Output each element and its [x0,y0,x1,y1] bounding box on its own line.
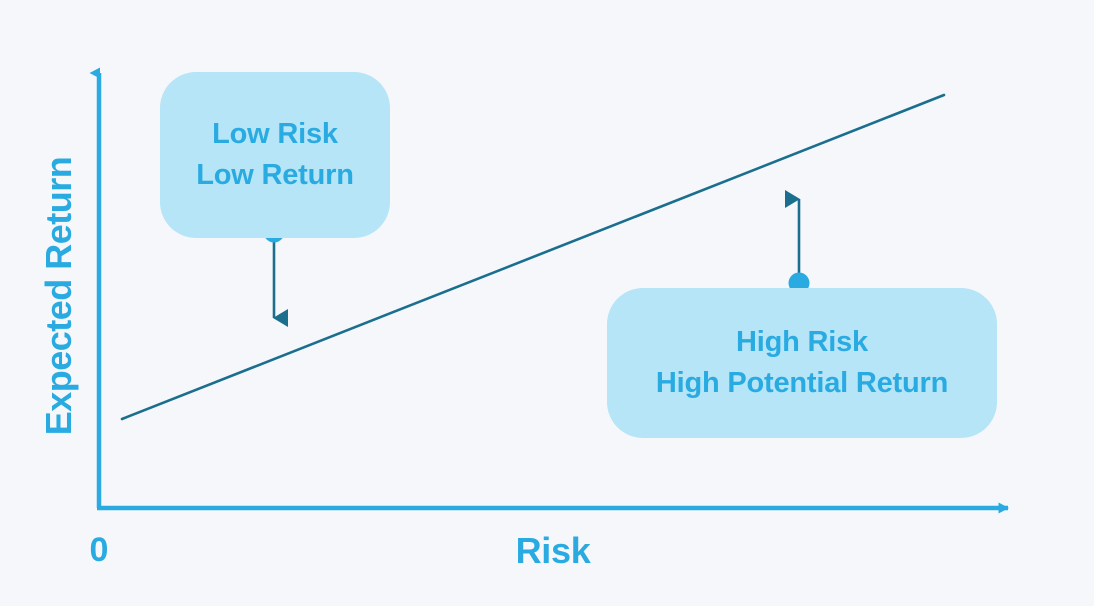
y-axis-title: Expected Return [38,156,79,436]
callout-low-risk-line-1: Low Risk [212,118,338,150]
x-axis-title: Risk [515,530,591,571]
callout-low-risk-line-2: Low Return [196,159,354,191]
trend-line [120,93,946,421]
callout-high-risk: High Risk High Potential Return [607,288,997,438]
origin-label: 0 [89,531,109,569]
callout-low-risk: Low Risk Low Return [160,72,390,238]
callout-high-risk-line-2: High Potential Return [655,367,949,399]
callout-high-risk-line-1: High Risk [736,326,868,358]
